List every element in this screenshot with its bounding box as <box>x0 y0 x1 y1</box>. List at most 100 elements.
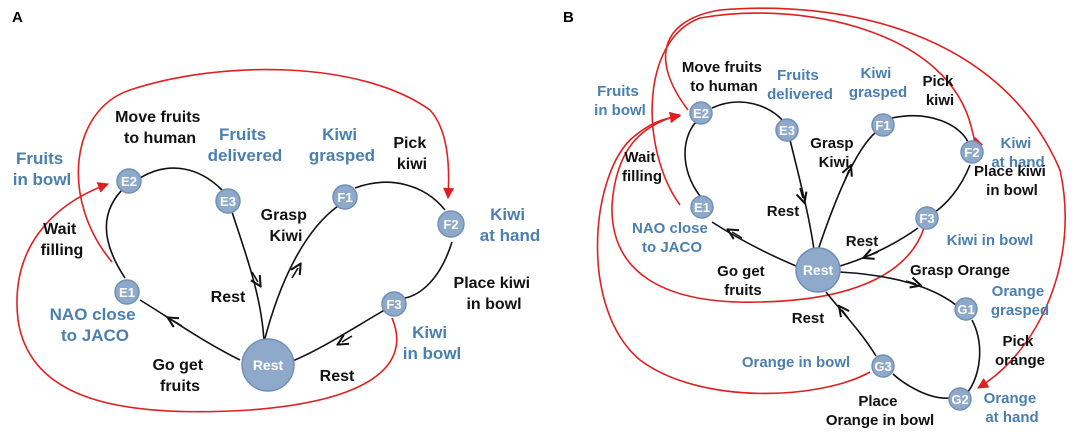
svg-text:Rest: Rest <box>253 357 284 373</box>
b-node-f3: F3 <box>915 206 939 230</box>
b-edge-f2-f3 <box>934 164 971 213</box>
svg-text:G2: G2 <box>951 392 968 407</box>
b-label-orange-in-bowl: Orange in bowl <box>742 354 850 371</box>
a-node-e2: E2 <box>116 168 142 194</box>
b-label-kiwi-grasped: Kiwi grasped <box>849 65 907 101</box>
a-label-go-get-fruits: Go get fruits <box>152 357 207 395</box>
a-edge-e3-rest-arrow <box>252 271 258 282</box>
b-red-loop-g3 <box>596 111 871 395</box>
a-label-pick-kiwi: Pick kiwi <box>393 135 430 173</box>
b-node-f2: F2 <box>960 140 984 164</box>
panel-a: A E2 E3 F1 F2 <box>12 9 540 413</box>
b-red-loop-outer <box>651 12 984 206</box>
panel-b: B E2 E3 <box>563 7 1066 429</box>
a-label-grasp-kiwi: Grasp Kiwi <box>261 207 312 245</box>
a-edge-e3-rest <box>231 211 265 343</box>
b-edge-g2-g3 <box>892 373 951 399</box>
svg-text:E2: E2 <box>693 106 709 121</box>
b-node-rest: Rest <box>795 247 841 293</box>
b-edge-f1-f2 <box>891 114 969 143</box>
b-label-place-orange: Place Orange in bowl <box>826 393 934 429</box>
svg-text:F2: F2 <box>443 217 458 232</box>
b-node-e1: E1 <box>690 195 714 219</box>
a-edge-rest-f1 <box>263 205 339 343</box>
b-label-wait-filling: Wait filling <box>622 149 662 185</box>
b-label-rest-g3: Rest <box>792 310 825 327</box>
svg-text:Rest: Rest <box>803 262 834 278</box>
a-node-e1: E1 <box>114 279 140 305</box>
svg-text:F3: F3 <box>919 211 934 226</box>
a-node-rest: Rest <box>241 338 295 392</box>
a-red-loop-top <box>77 68 455 263</box>
a-edge-f3-rest <box>289 307 389 363</box>
b-label-move-fruits: Move fruits to human <box>682 59 766 95</box>
svg-text:E3: E3 <box>779 123 795 138</box>
a-label-place-kiwi: Place kiwi in bowl <box>454 275 535 313</box>
a-label-nao-close: NAO close to JACO <box>50 305 141 345</box>
svg-text:F1: F1 <box>875 118 890 133</box>
a-label-rest-left: Rest <box>211 289 246 306</box>
a-node-f3: F3 <box>381 291 407 317</box>
svg-text:F1: F1 <box>337 190 352 205</box>
svg-text:F2: F2 <box>964 145 979 160</box>
a-label-kiwi-grasped: Kiwi grasped <box>309 125 375 165</box>
b-edge-e2-e3 <box>711 101 785 123</box>
a-label-kiwi-at-hand: Kiwi at hand <box>480 205 540 245</box>
b-label-orange-grasped: Orange grasped <box>991 283 1049 319</box>
b-label-pick-kiwi: Pick kiwi <box>922 73 957 109</box>
b-red-loop-g2 <box>664 7 1066 389</box>
a-edge-e2-e3 <box>139 167 223 191</box>
a-label-wait-filling: Wait filling <box>41 221 84 259</box>
b-edge-rest-e1-arrow <box>732 232 743 238</box>
a-edge-rest-e1 <box>139 299 241 361</box>
a-edge-e1-e2 <box>105 185 127 279</box>
a-label-rest-right: Rest <box>320 368 355 385</box>
a-edge-rest-f1-arrow <box>292 268 298 279</box>
b-label-rest-e3: Rest <box>767 203 800 220</box>
b-node-e3: E3 <box>775 118 799 142</box>
b-label-nao-close: NAO close to JACO <box>632 220 712 256</box>
a-edge-f3-rest-arrow <box>342 336 353 342</box>
a-node-f1: F1 <box>332 184 358 210</box>
b-label-grasp-kiwi: Grasp Kiwi <box>810 135 858 171</box>
a-red-loop-bottom <box>16 182 398 413</box>
b-edge-f3-rest-arrow <box>868 252 879 256</box>
b-edge-g3-rest <box>825 291 877 357</box>
svg-text:G1: G1 <box>957 302 974 317</box>
b-edge-rest-e1 <box>711 221 797 267</box>
b-red-loop-f3 <box>611 112 925 303</box>
svg-text:E2: E2 <box>121 174 137 189</box>
a-label-fruits-in-bowl: Fruits in bowl <box>13 149 72 189</box>
b-node-g3: G3 <box>871 354 895 378</box>
panel-a-letter: A <box>12 9 23 26</box>
b-label-kiwi-at-hand: Kiwi at hand <box>991 135 1044 171</box>
b-edge-rest-g1-arrow <box>905 281 916 284</box>
svg-text:F3: F3 <box>386 297 401 312</box>
svg-text:E1: E1 <box>119 285 135 300</box>
b-label-kiwi-in-bowl: Kiwi in bowl <box>947 232 1034 249</box>
b-edge-e3-rest-arrow <box>800 187 803 198</box>
a-label-kiwi-in-bowl: Kiwi in bowl <box>403 323 462 363</box>
b-label-grasp-orange: Grasp Orange <box>910 262 1010 279</box>
b-edge-rest-f1-arrow <box>845 170 849 181</box>
a-edge-f1-f2 <box>354 181 446 211</box>
b-label-go-get-fruits: Go get fruits <box>717 263 769 299</box>
a-edge-f2-f3 <box>404 241 453 299</box>
a-label-fruits-delivered: Fruits delivered <box>208 125 283 165</box>
panel-b-letter: B <box>563 9 574 26</box>
b-edge-e1-e2 <box>684 117 701 197</box>
b-edge-g3-rest-arrow <box>842 310 848 319</box>
b-node-g2: G2 <box>948 387 972 411</box>
a-label-move-fruits: Move fruits to human <box>115 109 205 147</box>
b-label-pick-orange: Pick orange <box>995 333 1045 369</box>
svg-text:E3: E3 <box>220 194 236 209</box>
a-node-f2: F2 <box>437 210 465 238</box>
b-node-g1: G1 <box>954 297 978 321</box>
b-label-orange-at-hand: Orange at hand <box>984 390 1041 426</box>
a-edge-rest-e1-arrow <box>172 320 183 326</box>
b-node-f1: F1 <box>871 113 895 137</box>
b-label-place-kiwi: Place kiwi in bowl <box>974 163 1050 199</box>
svg-text:E1: E1 <box>694 200 710 215</box>
a-node-e3: E3 <box>215 188 241 214</box>
